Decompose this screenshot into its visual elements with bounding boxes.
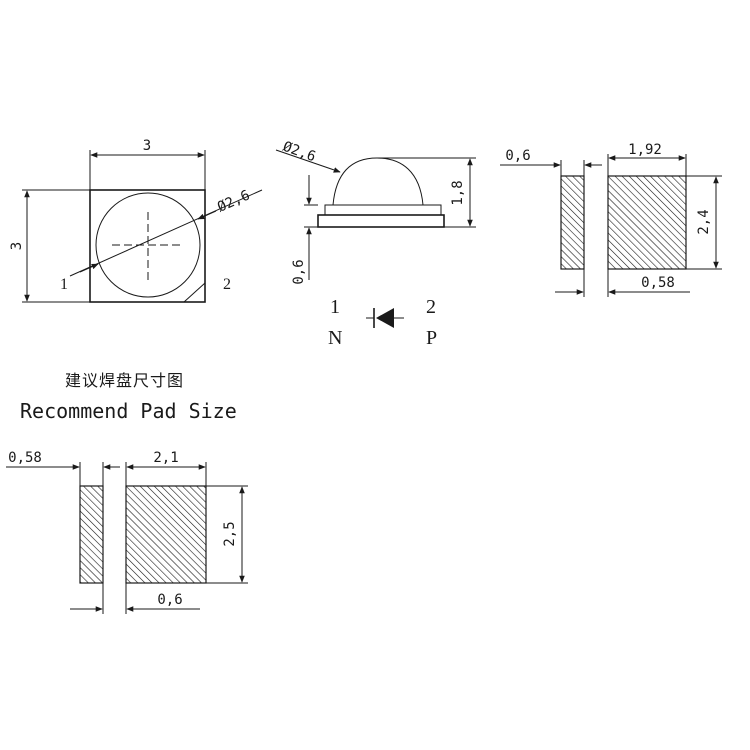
width-label: 3	[143, 138, 151, 154]
anode-pad	[607, 175, 687, 270]
cathode-pad	[560, 175, 585, 270]
lens-leader	[275, 149, 341, 173]
height-label: 3	[9, 242, 25, 250]
lens-arrow-left	[79, 263, 99, 273]
polarity-pin1: 1	[330, 296, 340, 318]
side-height-label: 1,8	[450, 180, 466, 205]
top-view: 3 3 Ø2,6 1 2	[9, 138, 263, 303]
side-base-label: 0,6	[291, 259, 307, 284]
recommend-title-cn: 建议焊盘尺寸图	[65, 371, 184, 390]
pin1-label: 1	[60, 276, 68, 293]
package-outline	[89, 189, 206, 303]
lens-arrow-right	[197, 210, 217, 220]
bottom-gap-label: 0,58	[641, 275, 675, 291]
recommend-large-pad	[125, 485, 207, 584]
bottom-small-pad-label: 0,6	[505, 148, 530, 164]
polarity-p-label: P	[426, 327, 437, 349]
bottom-view: 0,6 1,92 2,4 0,58	[500, 142, 722, 297]
recommend-pad-height-label: 2,5	[222, 521, 238, 546]
polarity-n-label: N	[328, 327, 342, 349]
polarity-symbol: 1 2 N P	[328, 296, 437, 349]
bottom-large-pad-label: 1,92	[628, 142, 662, 158]
lens-dome	[332, 157, 424, 206]
recommend-large-pad-label: 2,1	[153, 450, 178, 466]
lens-diameter-leader	[69, 189, 263, 277]
body-band	[324, 204, 442, 216]
recommend-small-pad	[79, 485, 104, 584]
recommend-title-en: Recommend Pad Size	[20, 399, 237, 423]
cathode-chamfer	[183, 282, 206, 303]
package-base	[317, 214, 445, 228]
recommend-pad-view: 0,58 2,1 2,5 0,6	[6, 450, 248, 614]
bottom-pad-height-label: 2,4	[696, 209, 712, 234]
recommend-small-pad-label: 0,58	[8, 450, 42, 466]
polarity-pin2: 2	[426, 296, 436, 318]
side-view: Ø2,6 1,8 0,6	[275, 139, 476, 285]
side-lens-label: Ø2,6	[281, 139, 318, 166]
diode-triangle	[376, 308, 394, 328]
lens-diameter-label: Ø2,6	[215, 187, 252, 215]
recommend-gap-label: 0,6	[157, 592, 182, 608]
pin2-label: 2	[223, 276, 231, 293]
lens-circle	[95, 192, 201, 298]
